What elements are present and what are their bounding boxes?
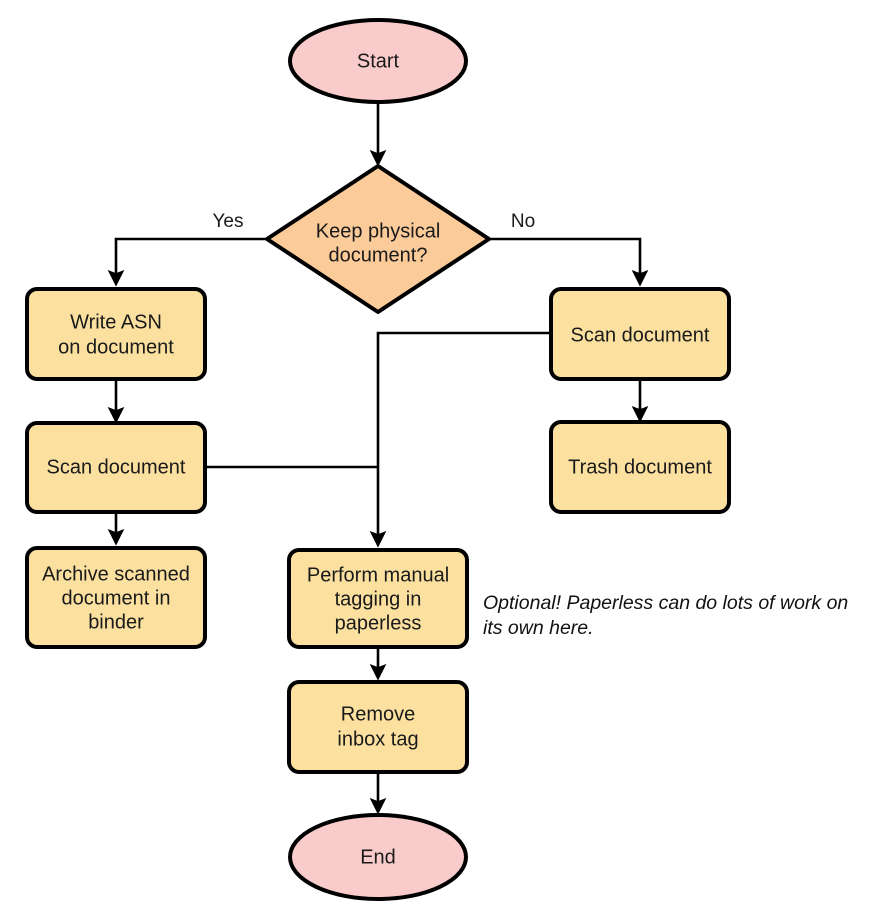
edge-label-no: No [511,211,535,232]
start-label: Start [357,50,400,72]
node-scan-document-right[interactable]: Scan document [549,287,731,381]
edges-layer [107,101,649,815]
archive-label-line1: Archive scanned [42,563,190,585]
node-write-asn-on-document[interactable]: Write ASN on document [25,287,207,381]
node-end[interactable]: End [288,813,468,901]
write-asn-label-line2: on document [58,336,174,358]
end-label: End [360,846,396,868]
end-ellipse-shape [288,813,468,901]
tagging-label-line1: Perform manual [307,564,449,586]
archive-box-shape [25,546,207,649]
node-start[interactable]: Start [288,18,468,104]
node-perform-manual-tagging[interactable]: Perform manual tagging in paperless [287,548,469,649]
trash-label: Trash document [568,456,712,478]
node-scan-document-left[interactable]: Scan document [25,421,207,514]
scan-right-box-shape [549,287,731,381]
write-asn-box-shape [25,287,207,381]
decision-label-line1: Keep physical [316,220,441,242]
trash-box-shape [549,420,731,514]
node-decision-keep-physical-document[interactable]: Keep physical document? [265,164,491,314]
edge-decision-yes-to-write-asn [107,237,267,287]
scan-left-box-shape [25,421,207,514]
decision-diamond-shape [265,164,491,314]
write-asn-label-line1: Write ASN [70,311,162,333]
remove-inbox-box-shape [287,680,469,774]
edge-scan-right-to-tagging [369,331,551,548]
archive-label-line3: binder [88,611,144,633]
remove-inbox-label-line1: Remove [341,703,415,725]
tagging-box-shape [287,548,469,649]
edge-label-yes: Yes [213,211,244,232]
note-line2: its own here. [483,617,594,639]
node-trash-document[interactable]: Trash document [549,420,731,514]
tagging-label-line3: paperless [335,612,422,634]
scan-right-label: Scan document [571,324,710,346]
start-ellipse-shape [288,18,468,104]
note-optional-paperless: Optional! Paperless can do lots of work … [483,592,848,639]
scan-left-label: Scan document [47,456,186,478]
decision-label-line2: document? [329,244,428,266]
node-archive-scanned-document[interactable]: Archive scanned document in binder [25,546,207,649]
note-line1: Optional! Paperless can do lots of work … [483,592,848,614]
edge-decision-no-to-scan-right [489,237,649,287]
node-remove-inbox-tag[interactable]: Remove inbox tag [287,680,469,774]
remove-inbox-label-line2: inbox tag [337,728,418,750]
tagging-label-line2: tagging in [335,588,422,610]
archive-label-line2: document in [62,587,171,609]
